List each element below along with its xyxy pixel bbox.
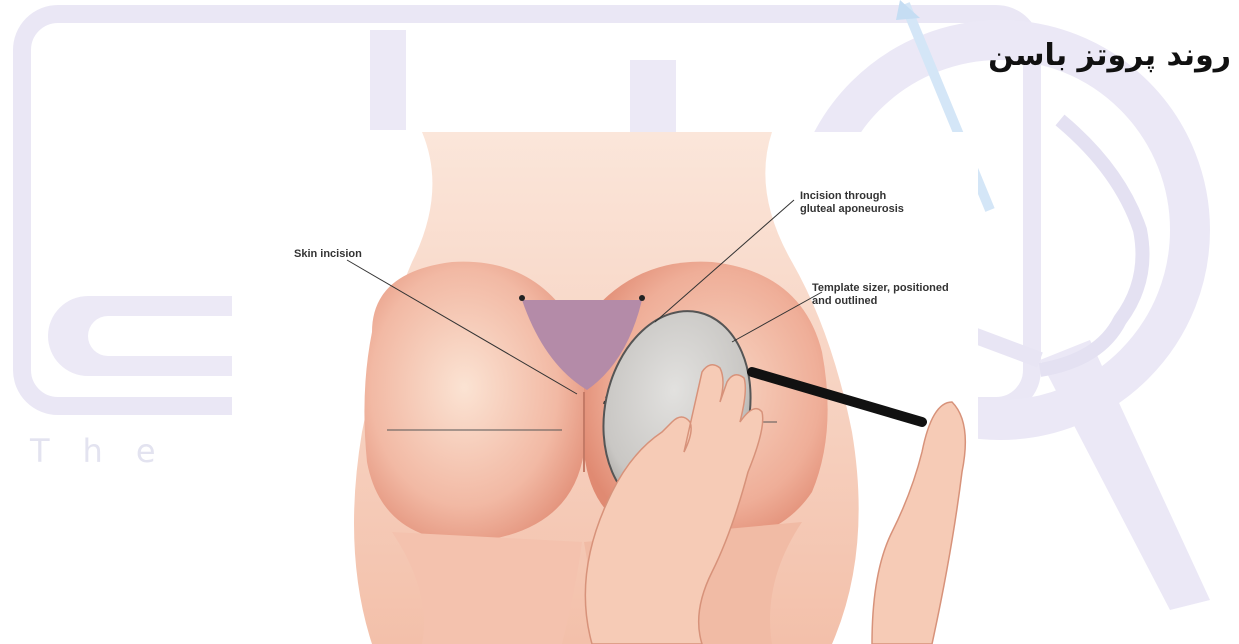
label-aponeurosis-line2: gluteal aponeurosis (800, 203, 904, 215)
label-skin-incision: Skin incision (294, 248, 362, 260)
surgery-illustration: Skin incision Incision through gluteal a… (232, 132, 978, 644)
page-title: روند پروتز باسن (988, 38, 1231, 73)
label-template-line2: and outlined (812, 295, 877, 307)
label-aponeurosis-line1: Incision through (800, 190, 886, 202)
label-template-line1: Template sizer, positioned (812, 282, 949, 294)
